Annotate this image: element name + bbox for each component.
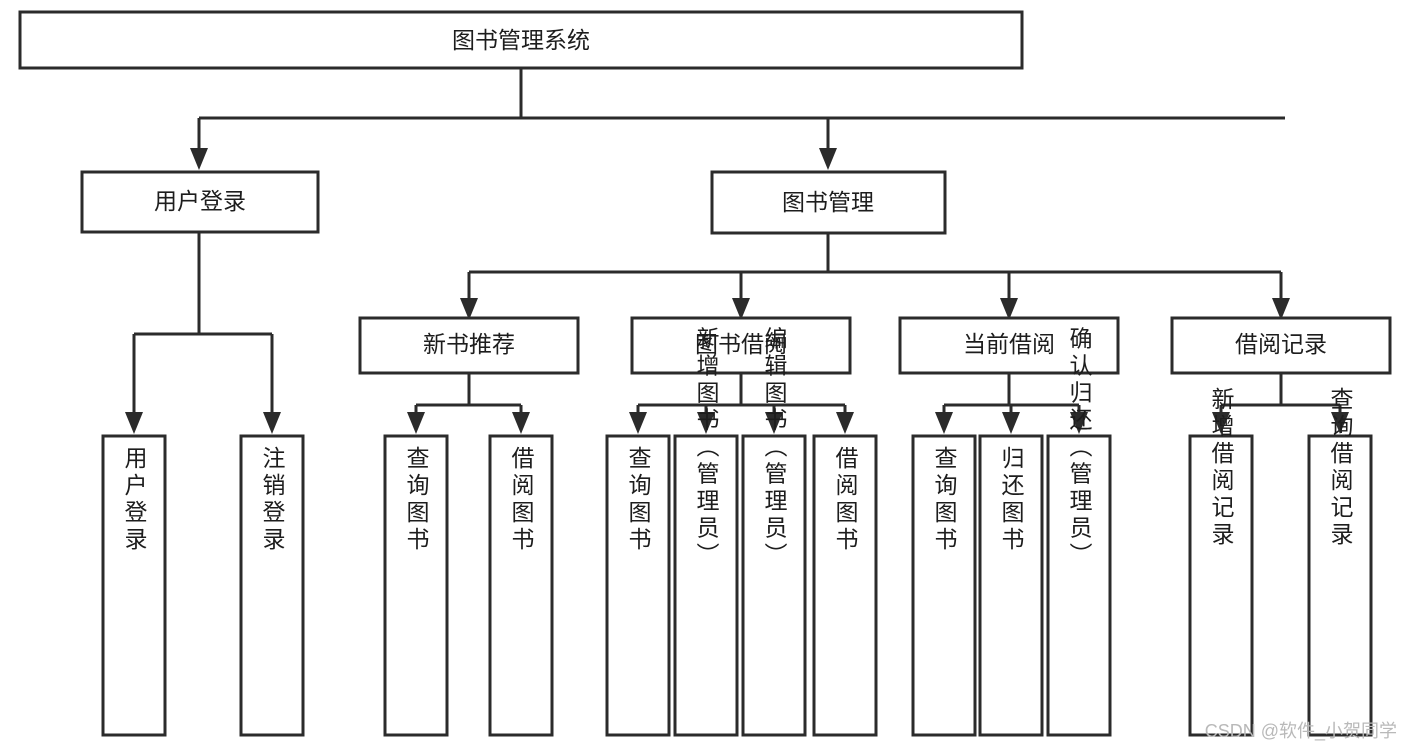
leaf-current-borrow-return[interactable]: 归还图书 <box>978 434 1044 737</box>
leaf-current-borrow-query-label: 查询图书 <box>931 446 958 554</box>
node-new-book-recommend[interactable]: 新书推荐 <box>358 316 580 375</box>
leaf-borrow-record-query[interactable]: 查询借阅记录 <box>1307 387 1373 737</box>
leaf-borrow-record-query-label: 查询借阅记录 <box>1327 387 1354 549</box>
leaf-book-borrow-edit[interactable]: 编辑图书（管理员） <box>741 327 807 737</box>
node-current-borrow[interactable]: 当前借阅 <box>898 316 1120 375</box>
node-borrow-record-label: 借阅记录 <box>1235 331 1327 357</box>
leaf-book-borrow-add[interactable]: 新增图书（管理员） <box>673 327 739 737</box>
node-current-borrow-label: 当前借阅 <box>963 331 1055 357</box>
leaf-user-login-login[interactable]: 用户登录 <box>101 434 167 737</box>
leaf-user-login-logout[interactable]: 注销登录 <box>239 434 305 737</box>
node-book-borrow[interactable]: 图书借阅 <box>630 316 852 375</box>
leaf-user-login-logout-label: 注销登录 <box>259 446 286 554</box>
leaf-new-book-borrow[interactable]: 借阅图书 <box>488 434 554 737</box>
connector-bookborrow-to-leaves <box>629 373 854 434</box>
connector-newbook-to-leaves <box>407 373 530 434</box>
leaf-new-book-query[interactable]: 查询图书 <box>383 434 449 737</box>
leaf-current-borrow-confirm-return[interactable]: 确认归还（管理员） <box>1046 327 1112 737</box>
leaf-book-borrow-borrow-label: 借阅图书 <box>832 446 859 554</box>
node-root-book-management-system[interactable]: 图书管理系统 <box>18 10 1024 70</box>
node-borrow-record[interactable]: 借阅记录 <box>1170 316 1392 375</box>
leaf-borrow-record-add[interactable]: 新增借阅记录 <box>1188 387 1254 737</box>
leaf-current-borrow-query[interactable]: 查询图书 <box>911 434 977 737</box>
leaf-current-borrow-return-label: 归还图书 <box>998 446 1025 554</box>
leaf-user-login-login-label: 用户登录 <box>121 446 148 554</box>
node-book-management-label: 图书管理 <box>782 189 874 215</box>
node-new-book-recommend-label: 新书推荐 <box>423 331 515 357</box>
leaf-book-borrow-edit-label: 编辑图书（管理员） <box>761 327 788 570</box>
connector-bookmgmt-to-level3 <box>460 233 1290 320</box>
node-user-login[interactable]: 用户登录 <box>80 170 320 234</box>
leaf-book-borrow-borrow[interactable]: 借阅图书 <box>812 434 878 737</box>
leaf-book-borrow-query[interactable]: 查询图书 <box>605 434 671 737</box>
leaf-current-borrow-confirm-return-label: 确认归还（管理员） <box>1066 327 1093 570</box>
leaf-new-book-query-label: 查询图书 <box>403 446 430 554</box>
node-user-login-label: 用户登录 <box>154 188 246 214</box>
node-book-management[interactable]: 图书管理 <box>710 170 947 235</box>
connector-currentborrow-to-leaves <box>935 373 1088 434</box>
connector-root-to-level2 <box>190 68 1285 170</box>
leaf-book-borrow-query-label: 查询图书 <box>625 446 652 554</box>
node-root-label: 图书管理系统 <box>452 27 590 53</box>
connector-borrowrecord-to-leaves <box>1212 373 1349 434</box>
leaf-borrow-record-add-label: 新增借阅记录 <box>1208 387 1235 549</box>
leaf-new-book-borrow-label: 借阅图书 <box>508 446 535 554</box>
node-book-borrow-label: 图书借阅 <box>695 331 787 357</box>
leaf-book-borrow-add-label: 新增图书（管理员） <box>693 327 720 570</box>
connector-userlogin-to-leaves <box>125 232 281 434</box>
